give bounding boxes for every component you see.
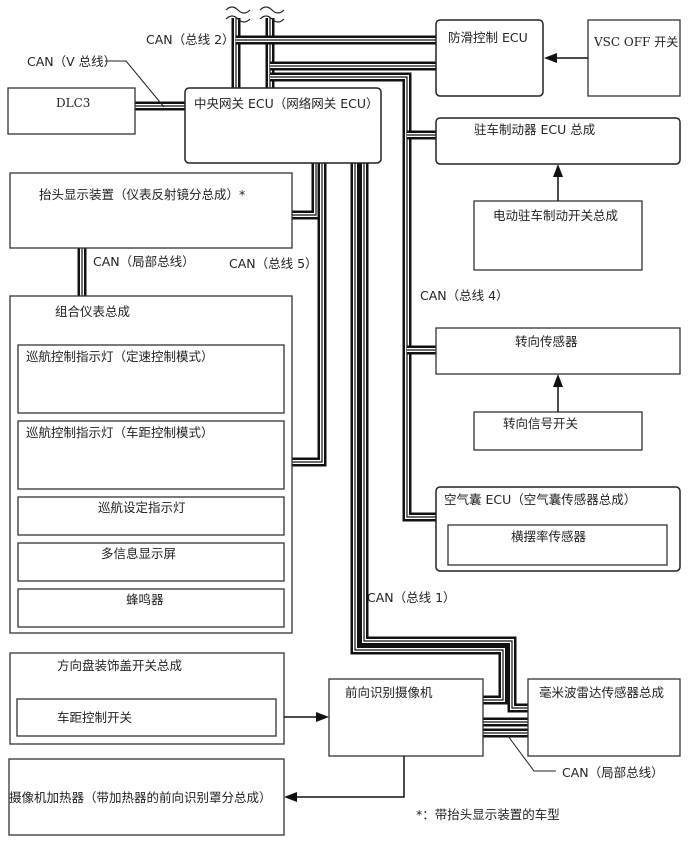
steering-sensor-label: 转向传感器 [515,334,578,349]
steering-pad-switch-label: 方向盘装饰盖开关总成 [57,658,182,673]
cruise-set-indicator-box [17,496,285,536]
gateway-ecu-box [184,87,382,164]
vsc-off-switch-label: VSC OFF 开关 [593,35,678,49]
combination-meter-label: 组合仪表总成 [55,304,130,319]
yaw-rate-sensor-box [447,524,668,566]
leader-can-local-radar [507,735,556,772]
bus-can-bus4-trunk [270,72,436,522]
arrow-distance-switch-to-camera [284,712,329,722]
bus-can-bus5 [292,163,321,220]
bus-can-bus5-meter [292,163,327,467]
multi-info-display-box [17,542,285,582]
gateway-ecu-label: 中央网关 ECU（网络网关 ECU） [194,96,379,111]
camera-heater-box [8,758,285,836]
vsc-off-switch-box [587,19,681,97]
break-mark-icon [225,6,251,23]
multi-info-display-label: 多信息显示屏 [101,546,176,561]
cruise-set-indicator-label: 巡航设定指示灯 [98,500,186,515]
arrow-epb-to-parking-brake [553,164,563,201]
bus-label-can-local-hud: CAN（局部总线） [93,254,195,269]
arrow-vsc-to-skid [544,53,588,63]
steering-sensor-box [435,327,681,375]
turn-signal-switch-label: 转向信号开关 [503,416,578,431]
yaw-rate-sensor-label: 横摆率传感器 [511,529,587,544]
bus-lines [77,18,528,738]
skid-control-ecu-box [435,19,544,97]
distance-control-switch-box [16,698,277,737]
bus-label-can-bus2: CAN（总线 2） [146,32,235,47]
footnote: *：带抬头显示装置的车型 [416,807,560,822]
buzzer-label: 蜂鸣器 [126,592,164,607]
arrow-camera-to-heater [284,756,405,802]
cruise-indicator-const-box [17,344,285,414]
bus-label-can-bus4: CAN（总线 4） [420,288,509,303]
dlc3-label: DLC3 [56,96,90,110]
bus-label-can-bus5: CAN（总线 5） [229,256,318,271]
leader-can-v [105,60,165,108]
bus-label-can-bus1: CAN（总线 1） [367,590,456,605]
cruise-indicator-distance-label: 巡航控制指示灯（车距控制模式） [26,425,214,440]
cruise-indicator-const-label: 巡航控制指示灯（定速控制模式） [26,349,214,364]
bus-label-can-local-radar: CAN（局部总线） [562,765,664,780]
camera-heater-label: 摄像机加热器（带加热器的前向识别罩分总成） [9,790,272,805]
bus-can-bus1-radar [359,163,528,713]
bus-label-can-v: CAN（V 总线） [27,54,116,69]
cruise-indicator-distance-box [17,420,285,490]
skid-control-ecu-label: 防滑控制 ECU [448,30,528,45]
parking-brake-ecu-label: 驻车制动器 ECU 总成 [474,122,595,137]
distance-control-switch-label: 车距控制开关 [57,710,132,725]
bus-can-bus1 [350,163,508,705]
dlc3-box [7,87,136,135]
epb-switch-box [473,200,643,271]
mmwave-radar-box [527,678,681,757]
buzzer-box [17,588,285,628]
hud-label: 抬头显示装置（仪表反射镜分总成）* [39,187,245,202]
arrow-turn-signal-to-steering-sensor [553,374,563,412]
forward-camera-box [328,678,484,757]
epb-switch-label: 电动驻车制动开关总成 [493,208,618,223]
forward-camera-label: 前向识别摄像机 [345,685,433,700]
mmwave-radar-label: 毫米波雷达传感器总成 [539,685,664,700]
hud-box [9,172,293,249]
turn-signal-switch-box [473,411,643,451]
break-mark-icon [259,6,285,23]
airbag-ecu-label: 空气囊 ECU（空气囊传感器总成） [444,492,636,507]
